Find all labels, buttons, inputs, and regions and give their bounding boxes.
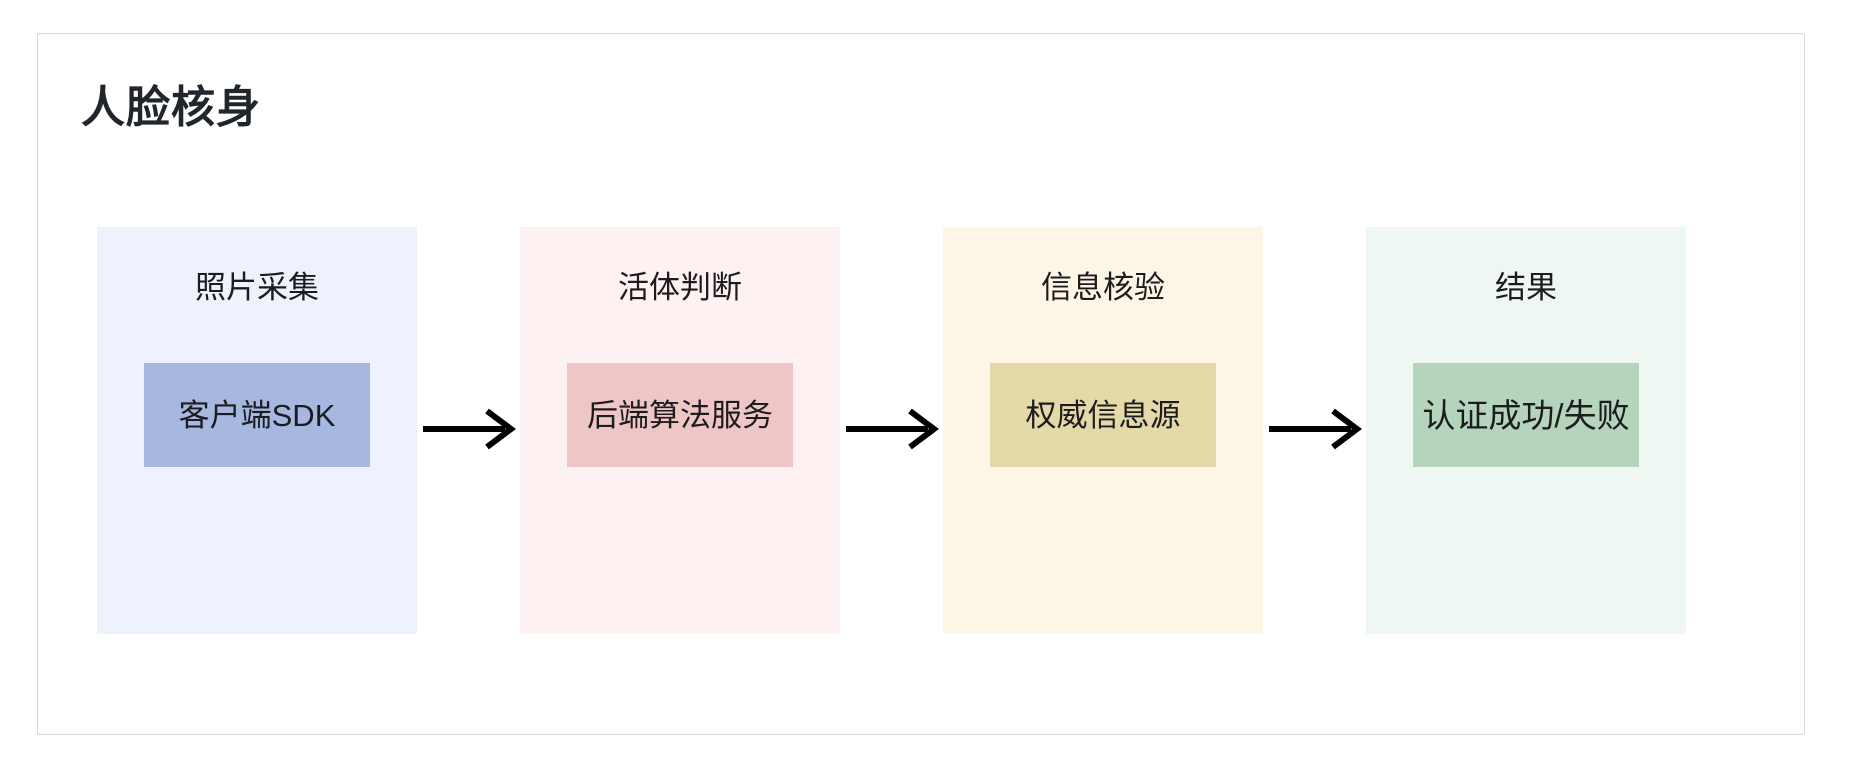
stage-component-label: 后端算法服务 — [587, 397, 773, 433]
stage-label: 信息核验 — [1041, 270, 1165, 305]
stage-component-box[interactable]: 后端算法服务 — [567, 363, 793, 467]
arrow-right-icon — [845, 408, 939, 450]
stage-component-box[interactable]: 认证成功/失败 — [1413, 363, 1639, 467]
stage-result[interactable]: 结果 认证成功/失败 — [1366, 227, 1686, 634]
connector-2 — [840, 227, 943, 634]
diagram-card: 人脸核身 照片采集 客户端SDK 活体判断 后端算法服务 — [37, 33, 1805, 735]
stage-label: 活体判断 — [618, 270, 742, 305]
stage-photo-capture[interactable]: 照片采集 客户端SDK — [97, 227, 417, 634]
stage-liveness-check[interactable]: 活体判断 后端算法服务 — [520, 227, 840, 634]
arrow-right-icon — [1268, 408, 1362, 450]
connector-1 — [417, 227, 520, 634]
process-flow: 照片采集 客户端SDK 活体判断 后端算法服务 — [97, 227, 1747, 634]
arrow-right-icon — [422, 408, 516, 450]
stage-component-box[interactable]: 权威信息源 — [990, 363, 1216, 467]
connector-3 — [1263, 227, 1366, 634]
stage-component-label: 权威信息源 — [1025, 397, 1181, 433]
stage-information-verification[interactable]: 信息核验 权威信息源 — [943, 227, 1263, 634]
stage-label: 结果 — [1495, 270, 1557, 305]
stage-component-label: 认证成功/失败 — [1422, 396, 1630, 434]
stage-component-label: 客户端SDK — [178, 397, 336, 433]
stage-component-box[interactable]: 客户端SDK — [144, 363, 370, 467]
stage-label: 照片采集 — [195, 270, 319, 305]
page-title: 人脸核身 — [81, 83, 261, 132]
